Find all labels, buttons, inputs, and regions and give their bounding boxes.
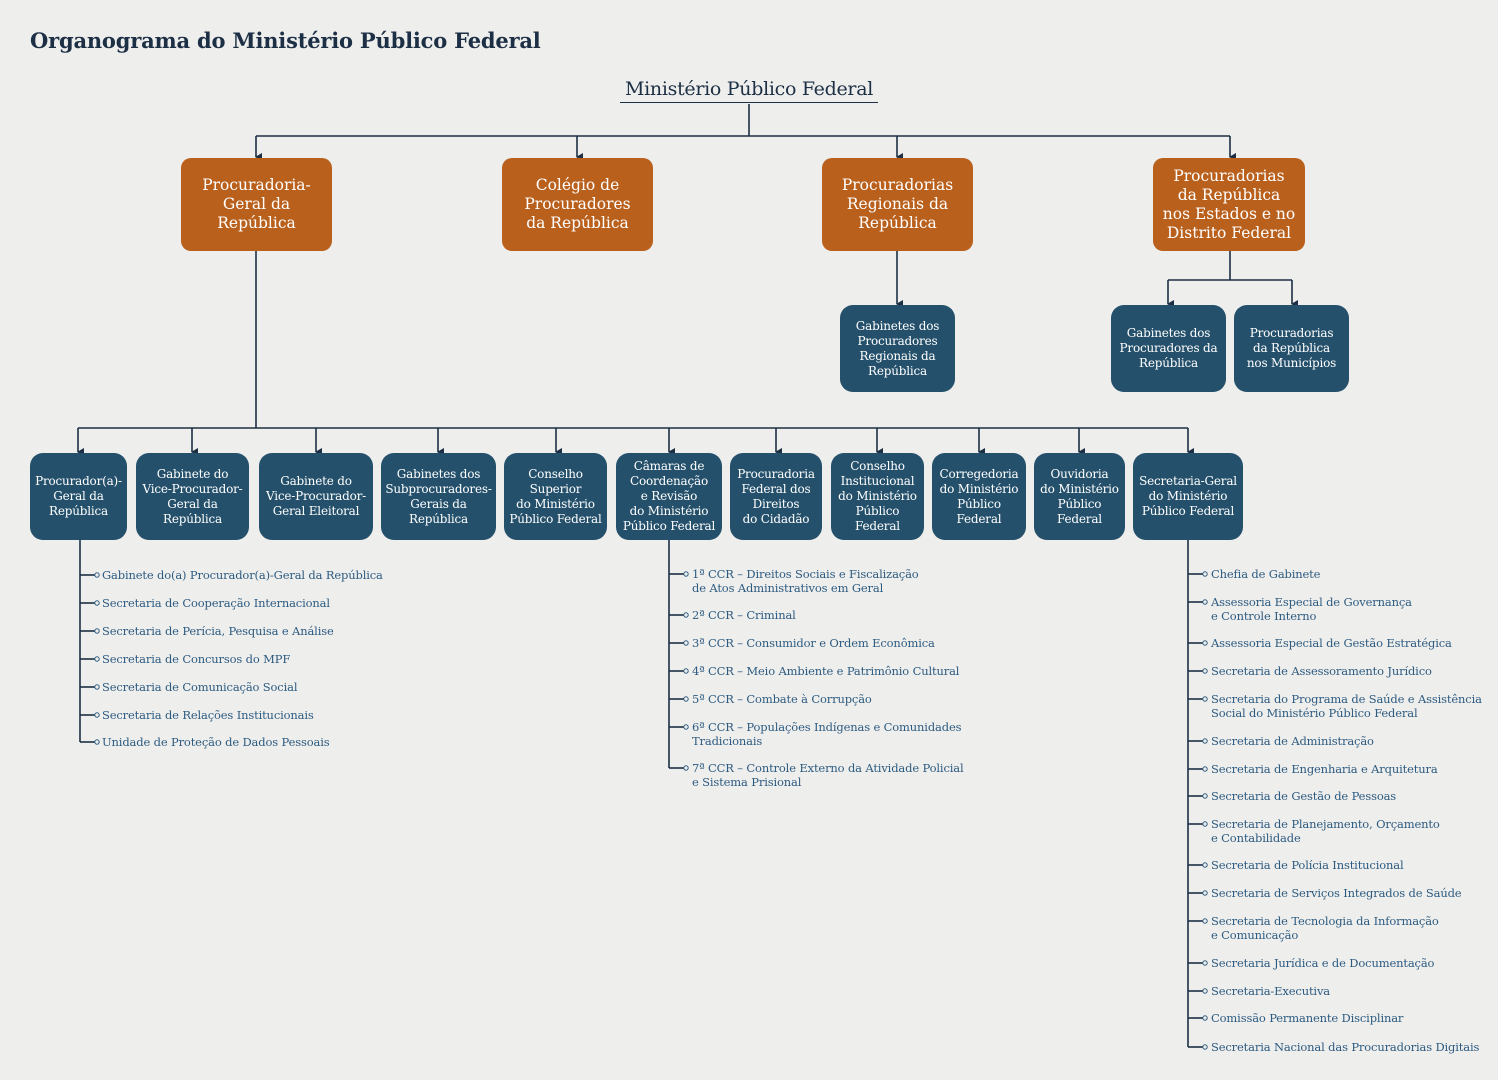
- bullet-dot: [1202, 793, 1208, 799]
- bullet-dot: [1202, 766, 1208, 772]
- list-item: Secretaria de Concursos do MPF: [102, 652, 291, 666]
- bullet-dot: [1202, 821, 1208, 827]
- list-item: Secretaria de Comunicação Social: [102, 680, 298, 694]
- bullet-dot: [683, 612, 689, 618]
- unit-gabinete-vice-pg-eleitoral[interactable]: Gabinete do Vice-Procurador- Geral Eleit…: [259, 453, 373, 540]
- list-item: Secretaria de Perícia, Pesquisa e Anális…: [102, 624, 334, 638]
- list-item: Assessoria Especial de Governança e Cont…: [1211, 595, 1412, 623]
- unit-corregedoria[interactable]: Corregedoria do Ministério Público Feder…: [932, 453, 1026, 540]
- page-title: Organograma do Ministério Público Federa…: [30, 28, 541, 53]
- list-item: Secretaria de Serviços Integrados de Saú…: [1211, 886, 1462, 900]
- list-item: Secretaria Nacional das Procuradorias Di…: [1211, 1040, 1480, 1054]
- list-item: 3ª CCR – Consumidor e Ordem Econômica: [692, 636, 935, 650]
- list-item: Secretaria-Executiva: [1211, 984, 1331, 998]
- bullet-dot: [94, 712, 100, 718]
- top-unit-procuradoria-geral[interactable]: Procuradoria- Geral da República: [181, 158, 332, 251]
- bullet-dot: [1202, 890, 1208, 896]
- unit-conselho-institucional[interactable]: Conselho Institucional do Ministério Púb…: [831, 453, 924, 540]
- list-item: Gabinete do(a) Procurador(a)-Geral da Re…: [102, 568, 383, 582]
- bullet-dot: [1202, 1015, 1208, 1021]
- list-item: Assessoria Especial de Gestão Estratégic…: [1211, 636, 1452, 650]
- list-item: Secretaria de Cooperação Internacional: [102, 596, 330, 610]
- unit-gabinetes-procuradores-regionais[interactable]: Gabinetes dos Procuradores Regionais da …: [840, 305, 955, 392]
- bullet-dot: [94, 628, 100, 634]
- list-item: Secretaria de Engenharia e Arquitetura: [1211, 762, 1438, 776]
- unit-gabinete-vice-pgr[interactable]: Gabinete do Vice-Procurador- Geral da Re…: [136, 453, 249, 540]
- unit-procuradoria-direitos-cidadao[interactable]: Procuradoria Federal dos Direitos do Cid…: [730, 453, 822, 540]
- list-item: 2ª CCR – Criminal: [692, 608, 796, 622]
- list-item: Chefia de Gabinete: [1211, 567, 1321, 581]
- list-item: 4ª CCR – Meio Ambiente e Patrimônio Cult…: [692, 664, 960, 678]
- bullet-dot: [1202, 988, 1208, 994]
- bullet-dot: [1202, 668, 1208, 674]
- unit-camaras-coordenacao[interactable]: Câmaras de Coordenação e Revisão do Mini…: [616, 453, 722, 540]
- unit-ouvidoria[interactable]: Ouvidoria do Ministério Público Federal: [1034, 453, 1125, 540]
- unit-procuradorias-municipios[interactable]: Procuradorias da República nos Município…: [1234, 305, 1349, 392]
- list-item: Secretaria de Tecnologia da Informação e…: [1211, 914, 1439, 942]
- list-item: Secretaria de Administração: [1211, 734, 1374, 748]
- bullet-dot: [1202, 918, 1208, 924]
- unit-gabinetes-subprocuradores[interactable]: Gabinetes dos Subprocuradores- Gerais da…: [381, 453, 496, 540]
- bullet-dot: [1202, 738, 1208, 744]
- unit-conselho-superior[interactable]: Conselho Superior do Ministério Público …: [504, 453, 607, 540]
- list-item: Unidade de Proteção de Dados Pessoais: [102, 735, 330, 749]
- bullet-dot: [683, 765, 689, 771]
- bullet-dot: [683, 668, 689, 674]
- unit-secretaria-geral[interactable]: Secretaria-Geral do Ministério Público F…: [1133, 453, 1243, 540]
- bullet-dot: [94, 656, 100, 662]
- list-item: 5ª CCR – Combate à Corrupção: [692, 692, 872, 706]
- bullet-dot: [683, 571, 689, 577]
- bullet-dot: [94, 600, 100, 606]
- list-item: Secretaria de Assessoramento Jurídico: [1211, 664, 1432, 678]
- bullet-dot: [683, 640, 689, 646]
- list-item: Secretaria Jurídica e de Documentação: [1211, 956, 1435, 970]
- bullet-dot: [1202, 571, 1208, 577]
- top-unit-colegio-procuradores[interactable]: Colégio de Procuradores da República: [502, 158, 653, 251]
- bullet-dot: [1202, 640, 1208, 646]
- list-item: Secretaria de Polícia Institucional: [1211, 858, 1404, 872]
- bullet-dot: [1202, 696, 1208, 702]
- top-unit-procuradorias-regionais[interactable]: Procuradorias Regionais da República: [822, 158, 973, 251]
- bullet-dot: [94, 739, 100, 745]
- unit-gabinetes-procuradores-republica[interactable]: Gabinetes dos Procuradores da República: [1111, 305, 1226, 392]
- list-item: Secretaria de Relações Institucionais: [102, 708, 314, 722]
- unit-procurador-geral[interactable]: Procurador(a)- Geral da República: [30, 453, 127, 540]
- bullet-dot: [1202, 960, 1208, 966]
- root-node-ministerio-publico-federal: Ministério Público Federal: [620, 78, 878, 103]
- list-item: 6ª CCR – Populações Indígenas e Comunida…: [692, 720, 962, 748]
- bullet-dot: [1202, 862, 1208, 868]
- list-item: Secretaria do Programa de Saúde e Assist…: [1211, 692, 1482, 720]
- list-item: Secretaria de Gestão de Pessoas: [1211, 789, 1397, 803]
- bullet-dot: [683, 724, 689, 730]
- bullet-dot: [1202, 1044, 1208, 1050]
- list-item: Secretaria de Planejamento, Orçamento e …: [1211, 817, 1440, 845]
- top-unit-procuradorias-estados[interactable]: Procuradorias da República nos Estados e…: [1153, 158, 1305, 251]
- bullet-dot: [1202, 599, 1208, 605]
- bullet-dot: [94, 684, 100, 690]
- bullet-dot: [94, 572, 100, 578]
- list-item: 1ª CCR – Direitos Sociais e Fiscalização…: [692, 567, 919, 595]
- list-item: Comissão Permanente Disciplinar: [1211, 1011, 1404, 1025]
- bullet-dot: [683, 696, 689, 702]
- list-item: 7ª CCR – Controle Externo da Atividade P…: [692, 761, 964, 789]
